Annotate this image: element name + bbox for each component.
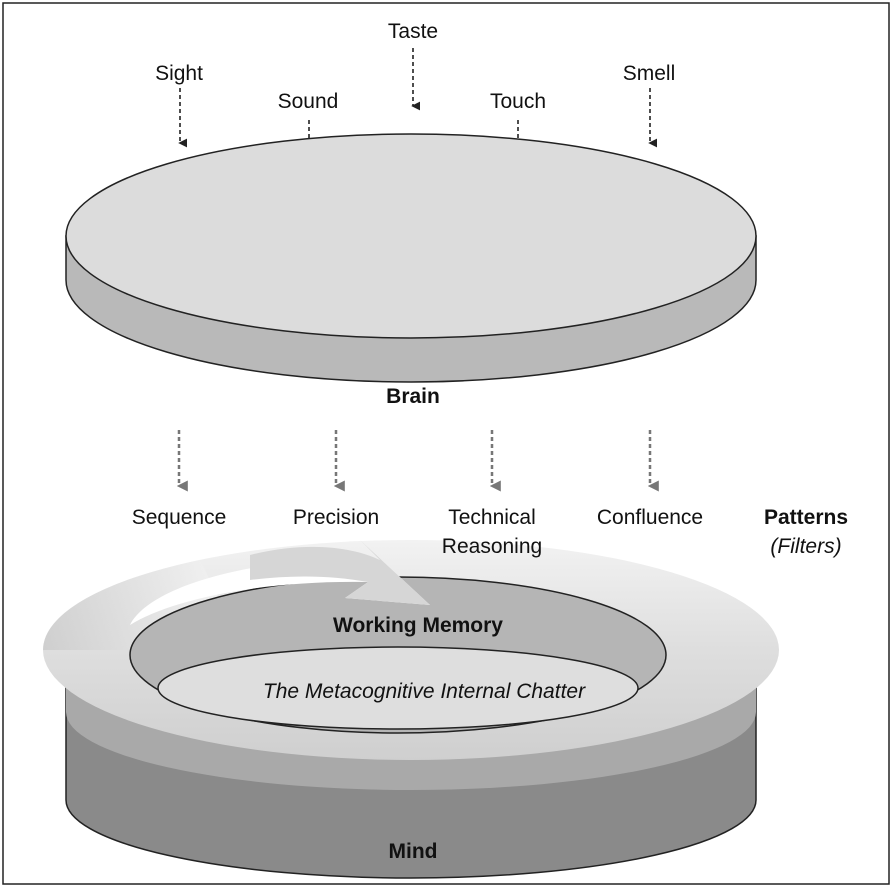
sense-label-sight: Sight	[155, 62, 203, 85]
internal-chatter-label: The Metacognitive Internal Chatter	[263, 680, 586, 703]
pattern-label-reasoning: Reasoning	[442, 535, 542, 558]
pattern-arrows	[176, 430, 659, 492]
brain-disc: Brain	[65, 133, 757, 408]
pattern-label-precision: Precision	[293, 506, 379, 529]
patterns-subtitle: (Filters)	[770, 535, 841, 558]
sense-labels: Taste Sight Sound Touch Smell	[155, 20, 675, 113]
sense-label-sound: Sound	[278, 90, 339, 113]
flow-arrowhead	[130, 540, 430, 625]
sense-label-touch: Touch	[490, 90, 546, 113]
working-memory-disc: Working Memory The Metacognitive Interna…	[129, 576, 667, 734]
sense-label-smell: Smell	[623, 62, 676, 85]
mind-label: Mind	[389, 840, 438, 863]
working-memory-label: Working Memory	[333, 614, 503, 637]
pattern-labels: Sequence Precision Technical Reasoning C…	[132, 506, 848, 558]
flow-ring-shade	[43, 560, 220, 650]
pattern-label-sequence: Sequence	[132, 506, 227, 529]
brain-label: Brain	[386, 385, 440, 408]
brain-disc-top	[65, 133, 757, 339]
pattern-label-confluence: Confluence	[597, 506, 703, 529]
patterns-title: Patterns	[764, 506, 848, 529]
internal-chatter-ellipse	[157, 646, 639, 730]
pattern-label-technical: Technical	[448, 506, 536, 529]
sense-label-taste: Taste	[388, 20, 438, 43]
flow-arrow-tip	[250, 540, 430, 605]
